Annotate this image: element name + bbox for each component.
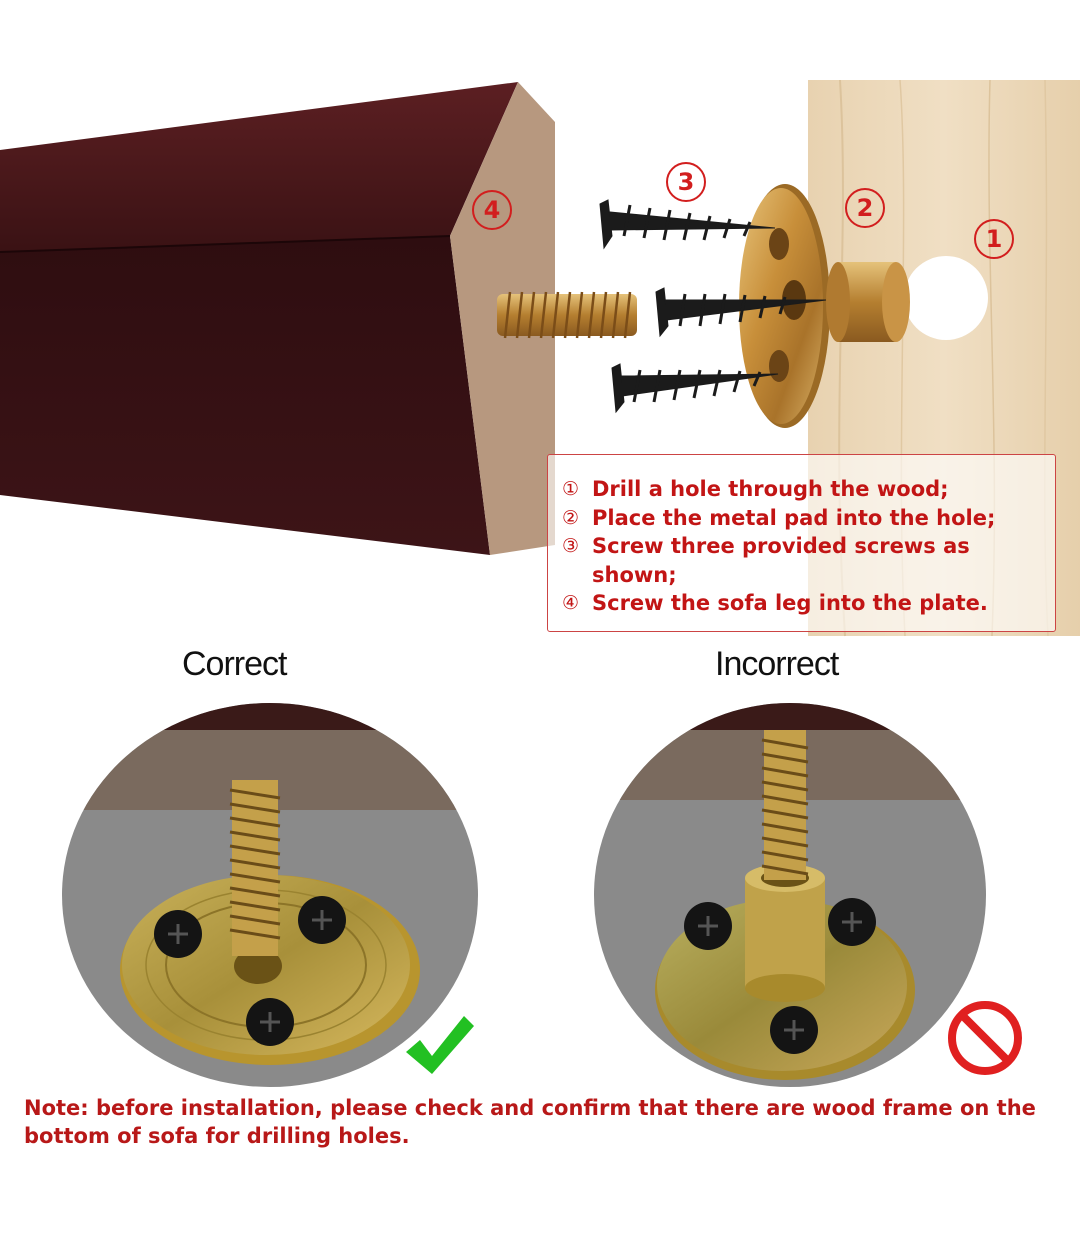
- step-1: ① Drill a hole through the wood;: [562, 475, 1041, 504]
- prohibited-icon: [948, 1001, 1022, 1075]
- step-4-number: ④: [562, 592, 580, 614]
- marker-1-label: 1: [985, 225, 1003, 253]
- incorrect-title: Incorrect: [715, 645, 839, 683]
- sofa-leg: [0, 82, 555, 555]
- incorrect-detail-image: [594, 703, 986, 1087]
- marker-3: 3: [666, 162, 706, 202]
- assembly-illustration: [0, 79, 1080, 637]
- step-2: ② Place the metal pad into the hole;: [562, 504, 1041, 533]
- check-icon: [406, 1016, 474, 1074]
- screw-bottom: [611, 363, 779, 414]
- marker-2-label: 2: [856, 194, 874, 222]
- screw-middle: [655, 287, 827, 338]
- drilled-hole: [904, 256, 988, 340]
- marker-4: 4: [472, 190, 512, 230]
- marker-1: 1: [974, 219, 1014, 259]
- step-3-text: Screw three provided screws as shown;: [592, 534, 970, 587]
- step-2-text: Place the metal pad into the hole;: [592, 505, 996, 530]
- step-4: ④ Screw the sofa leg into the plate.: [562, 589, 1041, 618]
- instructions-box: ① Drill a hole through the wood; ② Place…: [547, 454, 1056, 632]
- step-3: ③ Screw three provided screws as shown;: [562, 532, 1041, 589]
- marker-4-label: 4: [483, 196, 501, 224]
- step-1-number: ①: [562, 478, 580, 500]
- leg-bolt: [497, 291, 637, 339]
- step-3-number: ③: [562, 535, 580, 557]
- correct-title: Correct: [182, 645, 287, 683]
- marker-3-label: 3: [677, 168, 695, 196]
- step-2-number: ②: [562, 506, 580, 529]
- marker-2: 2: [845, 188, 885, 228]
- screw-top: [599, 199, 776, 250]
- correct-detail-image: [62, 703, 478, 1087]
- step-4-text: Screw the sofa leg into the plate.: [592, 591, 988, 615]
- screws: [599, 199, 827, 414]
- installation-note: Note: before installation, please check …: [24, 1096, 1036, 1148]
- step-1-text: Drill a hole through the wood;: [592, 477, 949, 501]
